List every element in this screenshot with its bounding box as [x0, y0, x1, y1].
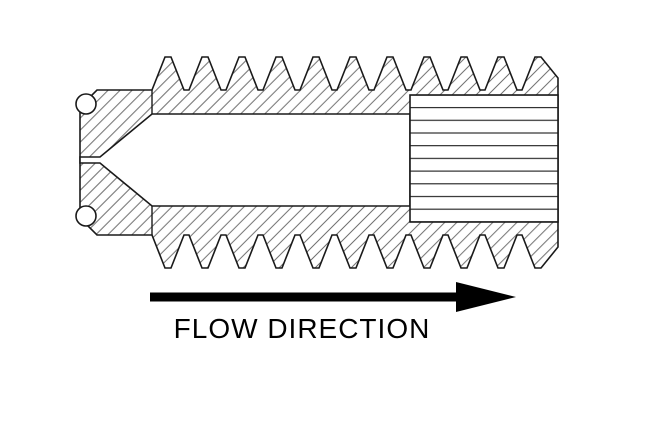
internal-thread-lines	[409, 94, 559, 223]
o-ring-top	[75, 93, 97, 115]
internal-thread-section	[409, 94, 559, 223]
arrow-head	[456, 282, 516, 312]
flow-direction-label: FLOW DIRECTION	[174, 313, 431, 344]
flow-direction-arrow-icon	[150, 282, 516, 312]
o-ring-bottom	[75, 205, 97, 227]
